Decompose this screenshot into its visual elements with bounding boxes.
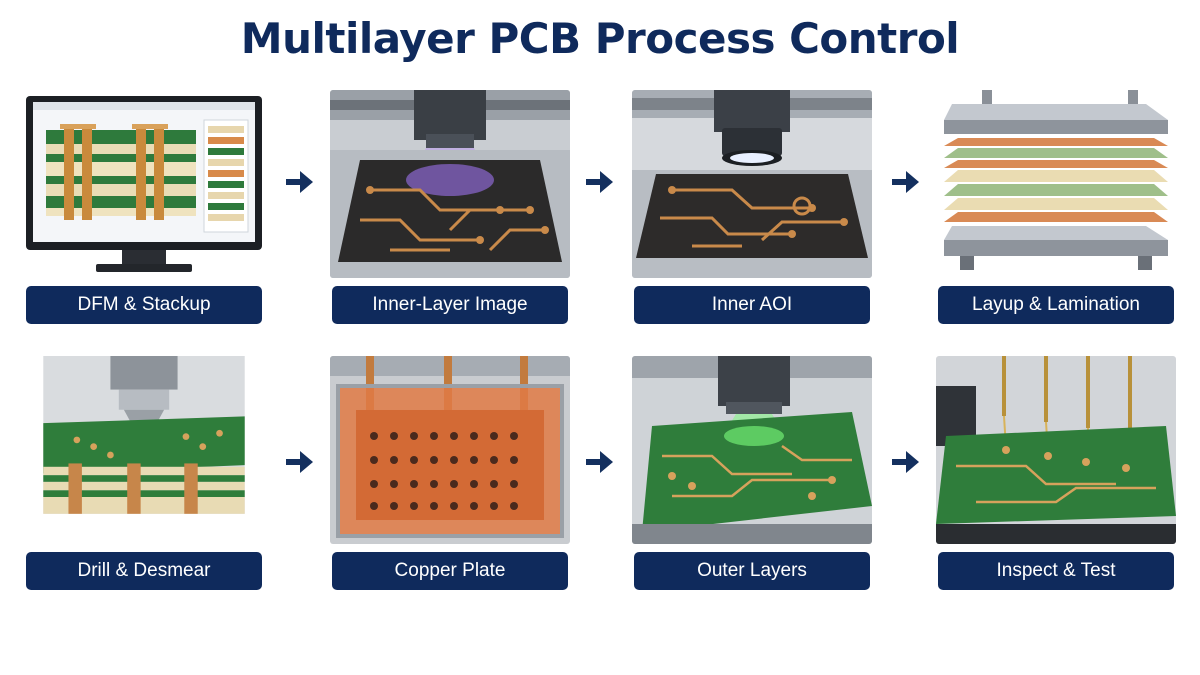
- step-label: Outer Layers: [634, 552, 870, 590]
- arrow-right-icon: [886, 444, 922, 480]
- arrow-right-icon: [280, 164, 316, 200]
- plating-tank-icon: [330, 356, 570, 544]
- aoi-camera-icon: [632, 90, 872, 278]
- arrow-right-icon: [886, 164, 922, 200]
- step-label: Drill & Desmear: [26, 552, 262, 590]
- step-label: Layup & Lamination: [938, 286, 1174, 324]
- lamination-press-icon: [936, 90, 1176, 278]
- drill-icon: [24, 356, 264, 544]
- step-label: Inspect & Test: [938, 552, 1174, 590]
- step-label: Inner AOI: [634, 286, 870, 324]
- uv-exposure-icon: [330, 90, 570, 278]
- page-title: Multilayer PCB Process Control: [240, 14, 960, 63]
- arrow-right-icon: [280, 444, 316, 480]
- step-label: DFM & Stackup: [26, 286, 262, 324]
- monitor-stackup-icon: [24, 90, 264, 278]
- outer-layer-imaging-icon: [632, 356, 872, 544]
- flying-probe-icon: [936, 356, 1176, 544]
- step-label: Inner-Layer Image: [332, 286, 568, 324]
- step-label: Copper Plate: [332, 552, 568, 590]
- arrow-right-icon: [580, 444, 616, 480]
- arrow-right-icon: [580, 164, 616, 200]
